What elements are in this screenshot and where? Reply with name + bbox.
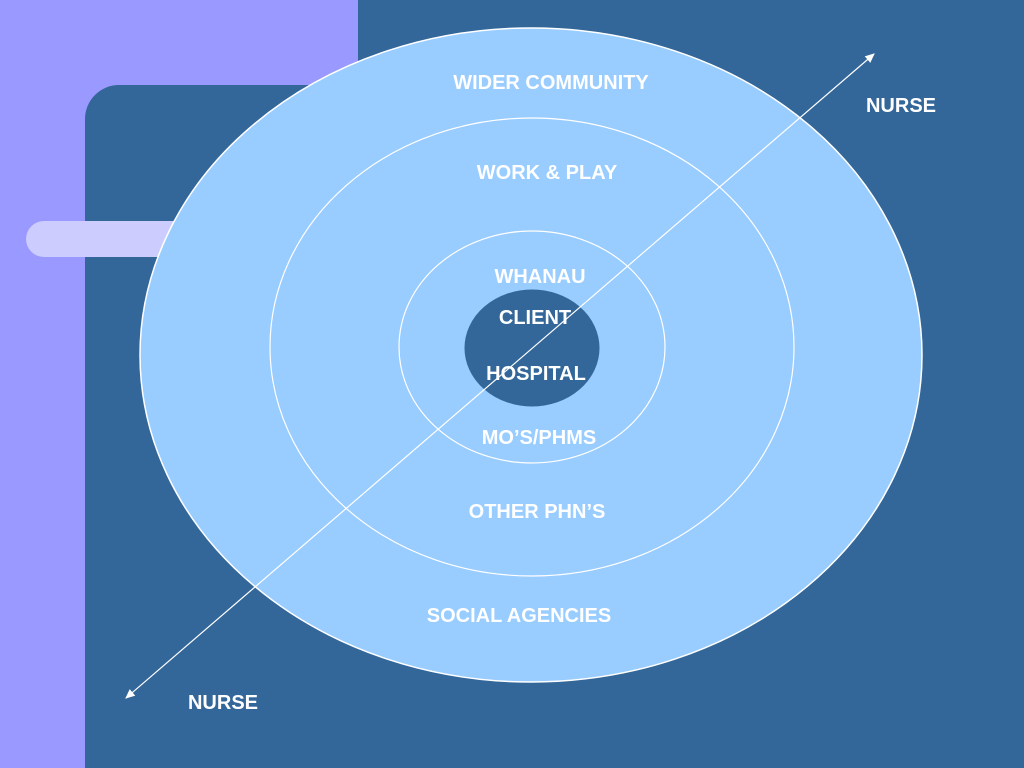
outer-ring-top-label: WIDER COMMUNITY — [453, 72, 649, 94]
outer-ring-bottom-label: SOCIAL AGENCIES — [427, 605, 611, 627]
core-top-label: CLIENT — [499, 307, 571, 329]
inner-ring-top-label: WHANAU — [494, 266, 585, 288]
nurse-label-bottom: NURSE — [188, 692, 258, 714]
inner-ring-bottom-label: MO’S/PHMS — [482, 427, 596, 449]
nurse-axis-arrow — [125, 53, 875, 699]
middle-ring-top-label: WORK & PLAY — [477, 162, 618, 184]
core-bottom-label: HOSPITAL — [486, 363, 586, 385]
nurse-label-top: NURSE — [866, 95, 936, 117]
middle-ring-bottom-label: OTHER PHN’S — [469, 501, 606, 523]
